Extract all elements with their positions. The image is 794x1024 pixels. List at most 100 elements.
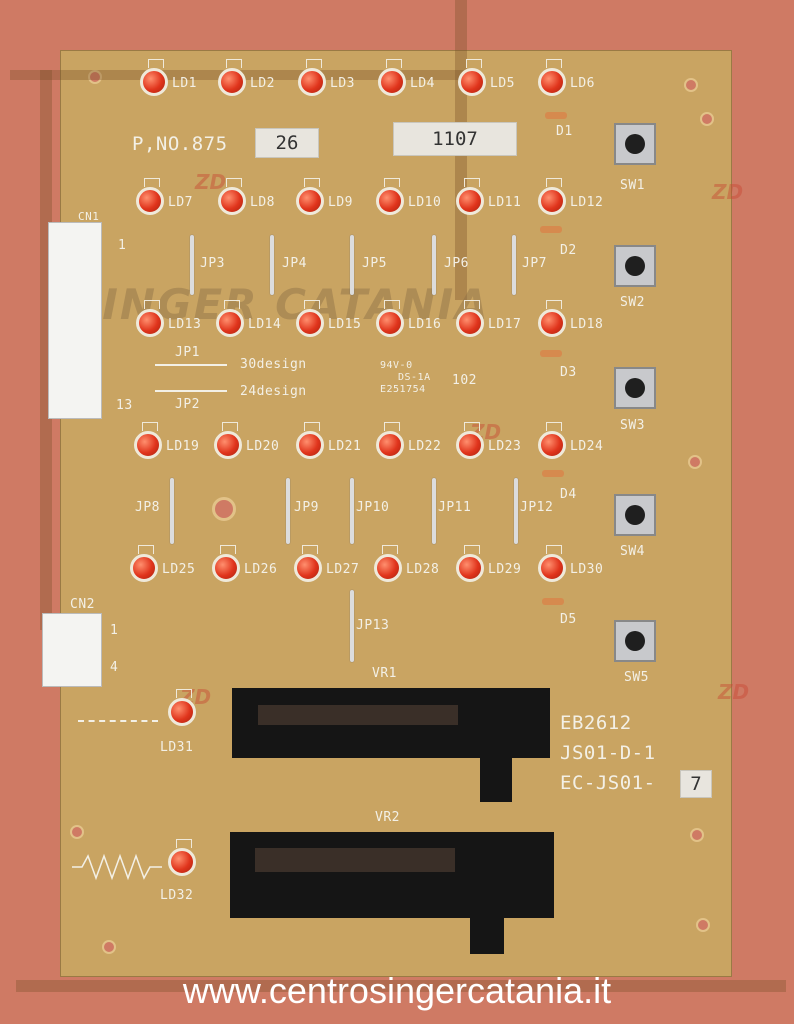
led — [298, 59, 326, 96]
led-label: LD6 — [570, 76, 595, 91]
resistor-symbol — [72, 853, 162, 881]
led-label: LD9 — [328, 195, 353, 210]
switch-label: SW2 — [620, 295, 645, 310]
diode-label: D3 — [560, 365, 577, 380]
ec-code: EC-JS01- — [560, 772, 656, 794]
jumper-wire — [432, 235, 436, 295]
led — [130, 545, 158, 582]
diode-label: D4 — [560, 487, 577, 502]
led — [538, 545, 566, 582]
jumper-wire — [170, 478, 174, 544]
jumper-label: JP5 — [362, 256, 387, 271]
led — [456, 545, 484, 582]
led-label: LD32 — [160, 888, 194, 903]
led-label: LD8 — [250, 195, 275, 210]
connector-pin-label: 1 — [110, 623, 119, 638]
diode — [545, 112, 567, 119]
jumper-label: JP13 — [356, 618, 390, 633]
slider-knob[interactable] — [470, 914, 504, 954]
slider-track — [255, 848, 455, 872]
led — [456, 300, 484, 337]
led-label: LD22 — [408, 439, 442, 454]
led — [218, 59, 246, 96]
led — [296, 178, 324, 215]
part-number-box: 26 — [255, 128, 319, 158]
push-switch[interactable] — [614, 123, 656, 165]
led — [458, 59, 486, 96]
jumper-label: JP2 — [175, 397, 200, 412]
board-code: JS01-D-1 — [560, 742, 656, 764]
jumper-trace — [155, 364, 227, 366]
watermark-logo — [40, 70, 52, 630]
diode — [542, 470, 564, 477]
led — [212, 545, 240, 582]
slider-knob[interactable] — [480, 752, 512, 802]
slider-label: VR2 — [375, 810, 400, 825]
push-switch[interactable] — [614, 620, 656, 662]
led — [296, 300, 324, 337]
led-label: LD19 — [166, 439, 200, 454]
jumper-wire — [190, 235, 194, 295]
ul-rating: DS-1A — [398, 372, 431, 383]
led-label: LD16 — [408, 317, 442, 332]
push-switch[interactable] — [614, 494, 656, 536]
jumper-wire — [350, 590, 354, 662]
led-label: LD26 — [244, 562, 278, 577]
led-label: LD7 — [168, 195, 193, 210]
led — [538, 300, 566, 337]
led — [216, 300, 244, 337]
led-label: LD31 — [160, 740, 194, 755]
model-number: EB2612 — [560, 712, 632, 734]
silkscreen-line — [78, 720, 158, 722]
led — [538, 59, 566, 96]
push-switch[interactable] — [614, 367, 656, 409]
switch-label: SW5 — [624, 670, 649, 685]
slide-potentiometer — [230, 832, 554, 918]
led — [218, 178, 246, 215]
led-label: LD20 — [246, 439, 280, 454]
jumper-wire — [286, 478, 290, 544]
switch-label: SW3 — [620, 418, 645, 433]
led-label: LD28 — [406, 562, 440, 577]
mounting-hole — [688, 455, 702, 469]
led — [456, 178, 484, 215]
jumper-label: JP7 — [522, 256, 547, 271]
jumper-trace — [155, 390, 227, 392]
led — [376, 422, 404, 459]
connector-pin-label: 4 — [110, 660, 119, 675]
led-label: LD13 — [168, 317, 202, 332]
lot-sticker: 1107 — [393, 122, 517, 156]
led-label: LD30 — [570, 562, 604, 577]
jumper-wire — [270, 235, 274, 295]
connector-label: CN1 — [78, 210, 100, 223]
led-label: LD29 — [488, 562, 522, 577]
watermark-logo-text: ZD — [712, 180, 744, 204]
jumper-label: JP6 — [444, 256, 469, 271]
mounting-hole — [684, 78, 698, 92]
led-label: LD25 — [162, 562, 196, 577]
slider-label: VR1 — [372, 666, 397, 681]
jumper-label: JP8 — [135, 500, 160, 515]
led — [456, 422, 484, 459]
led-label: LD2 — [250, 76, 275, 91]
watermark-logo-text: ZD — [718, 680, 750, 704]
watermark-logo-text: ZD — [195, 170, 227, 194]
connector-pin-label: 13 — [116, 398, 133, 413]
led-label: LD24 — [570, 439, 604, 454]
led — [376, 300, 404, 337]
jumper-wire — [514, 478, 518, 544]
led — [140, 59, 168, 96]
design-label: 30design — [240, 357, 307, 372]
ec-revision-box: 7 — [680, 770, 712, 798]
part-number: P,NO.875 — [132, 133, 228, 155]
diode — [540, 350, 562, 357]
led — [136, 178, 164, 215]
mounting-hole — [696, 918, 710, 932]
jumper-wire — [350, 478, 354, 544]
led-label: LD5 — [490, 76, 515, 91]
led — [296, 422, 324, 459]
switch-label: SW4 — [620, 544, 645, 559]
switch-label: SW1 — [620, 178, 645, 193]
push-switch[interactable] — [614, 245, 656, 287]
